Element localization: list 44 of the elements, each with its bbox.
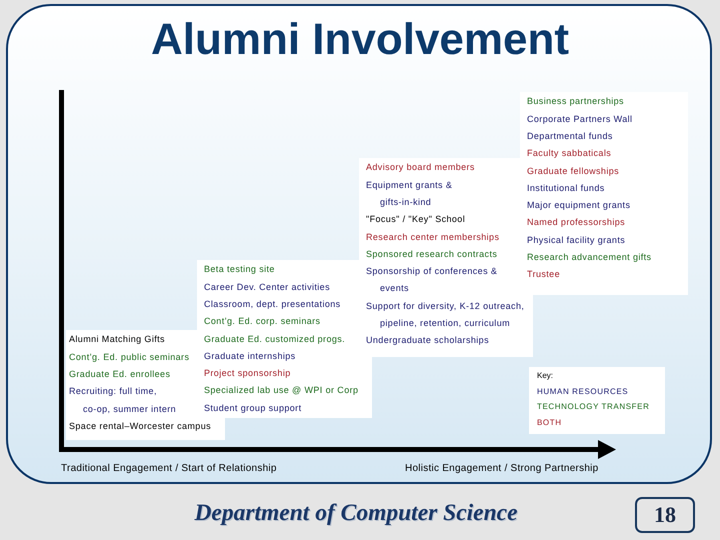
list-item: Institutional funds xyxy=(527,182,605,195)
list-item: Alumni Matching Gifts xyxy=(69,333,165,346)
legend-box xyxy=(529,367,665,434)
list-item: Equipment grants & gifts-in-kind xyxy=(366,178,454,209)
list-item: Graduate Ed. customized progs. xyxy=(204,332,346,346)
list-panel xyxy=(520,92,688,295)
list-item: Graduate internships xyxy=(204,350,296,363)
list-item: Specialized lab use @ WPI or Corp xyxy=(204,384,358,398)
list-item: Trustee xyxy=(527,268,560,282)
list-item: Cont’g. Ed. corp. seminars xyxy=(204,315,320,328)
legend-label: TECHNOLOGY TRANSFER xyxy=(537,401,650,414)
axis-label: Holistic Engagement / Strong Partnership xyxy=(405,463,598,475)
list-item: Named professorships xyxy=(527,216,626,230)
list-item: Recruiting: full time, co-op, summer intern xyxy=(69,385,178,416)
list-item: Faculty sabbaticals xyxy=(527,147,612,160)
list-item: "Focus" / "Key" School xyxy=(366,213,466,226)
list-item: Physical facility grants xyxy=(527,234,626,247)
list-item: Student group support xyxy=(204,402,302,415)
list-item: Major equipment grants xyxy=(527,199,630,212)
list-item: Graduate fellowships xyxy=(527,164,620,178)
footer-text: Department of Computer Science xyxy=(194,499,518,528)
legend-label: HUMAN RESOURCES xyxy=(537,386,628,398)
legend-title: Key: xyxy=(537,370,554,382)
slide-title: Alumni Involvement xyxy=(150,16,570,64)
list-item: Research center memberships xyxy=(366,230,500,244)
legend-label: BOTH xyxy=(537,416,562,429)
list-item: Support for diversity, K-12 outreach, pipeline, retention, curriculum xyxy=(366,300,526,330)
list-item: Business partnerships xyxy=(527,95,624,108)
list-item: Cont’g. Ed. public seminars xyxy=(69,350,190,364)
list-item: Undergraduate scholarships xyxy=(366,334,489,348)
list-item: Space rental–Worcester campus xyxy=(69,420,211,433)
list-item: Corporate Partners Wall xyxy=(527,112,632,126)
list-item: Project sponsorship xyxy=(204,367,291,380)
page-number: 18 xyxy=(654,504,676,526)
list-item: Research advancement gifts xyxy=(527,251,652,264)
axis-label: Traditional Engagement / Start of Relationship xyxy=(61,463,277,475)
list-item: Sponsored research contracts xyxy=(366,248,498,261)
list-item: Departmental funds xyxy=(527,130,613,143)
list-item: Beta testing site xyxy=(204,263,275,276)
list-item: Career Dev. Center activities xyxy=(204,280,330,294)
list-item: Advisory board members xyxy=(366,161,475,174)
page-number-box xyxy=(635,497,695,533)
list-item: Graduate Ed. enrollees xyxy=(69,368,170,381)
list-item: Classroom, dept. presentations xyxy=(204,298,341,311)
